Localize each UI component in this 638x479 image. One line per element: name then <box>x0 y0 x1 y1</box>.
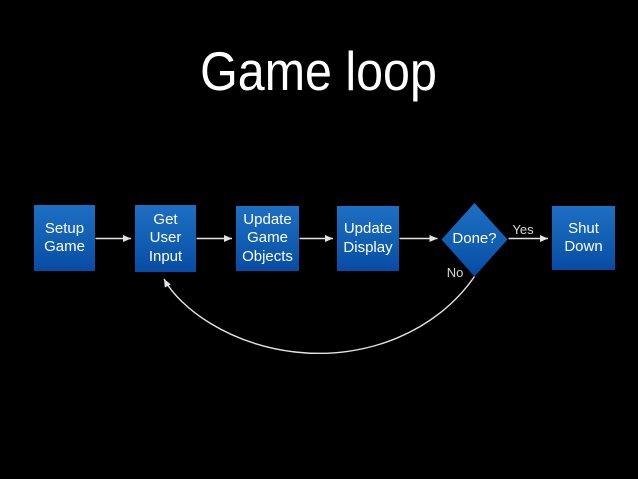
node-update-display-label: Update Display <box>343 220 393 256</box>
node-done-label: Done? <box>452 230 497 247</box>
node-update-display: Update Display <box>337 206 399 271</box>
node-done-diamond <box>441 203 508 277</box>
node-shut-down: Shut Down <box>552 206 615 270</box>
edge-label-no: No <box>446 265 464 280</box>
node-get-user-input-label: Get User Input <box>148 211 183 265</box>
edge-done-to-input-no-curve <box>163 276 476 355</box>
node-update-game-objects-label: Update Game Objects <box>242 211 293 265</box>
node-get-user-input: Get User Input <box>135 205 196 272</box>
node-update-game-objects: Update Game Objects <box>236 206 299 271</box>
edge-label-yes: Yes <box>512 222 534 237</box>
slide-title: Game loop <box>0 38 638 104</box>
node-setup-game-label: Setup Game <box>44 219 85 255</box>
node-setup-game: Setup Game <box>34 205 95 271</box>
node-shut-down-label: Shut Down <box>564 219 603 255</box>
slide-title-text: Game loop <box>200 40 438 102</box>
